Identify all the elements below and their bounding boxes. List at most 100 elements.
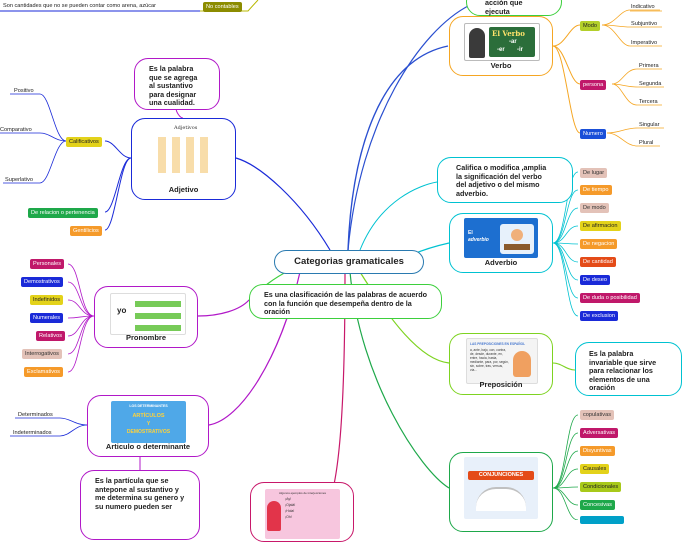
calificativo-item-superlativo[interactable]: Superlativo xyxy=(5,177,33,183)
adverbio-illustration xyxy=(500,224,534,254)
conjuncion-node[interactable]: CONJUNCIONES xyxy=(449,452,553,532)
adjetivo-caption: Adjetivo xyxy=(168,185,199,194)
preposicion-image-body: a, ante, bajo, con, contra, de, desde, d… xyxy=(470,348,509,372)
pronombre-item-relativos[interactable]: Relativos xyxy=(36,331,66,341)
pronombre-item-personales[interactable]: Personales xyxy=(30,259,64,269)
conjuncion-item-concesivas[interactable]: Concesivas xyxy=(580,500,615,510)
articulo-item-determinados[interactable]: Determinados xyxy=(18,412,53,418)
conjuncion-item-copulativas[interactable]: copulativas xyxy=(580,410,614,420)
verbo-caption: Verbo xyxy=(490,61,512,70)
adverbio-item-cantidad[interactable]: De cantidad xyxy=(580,257,616,267)
verbo-ending-ir: -ir xyxy=(517,47,523,53)
verbo-image-title: El Verbo xyxy=(492,29,525,38)
definition-node[interactable]: Es una clasificación de las palabras de … xyxy=(249,284,442,319)
verbo-persona-tag[interactable]: persona xyxy=(580,80,607,90)
no-contables-tag[interactable]: No contables xyxy=(203,2,242,12)
articulo-node[interactable]: LOS DETERMINANTES ARTÍCULOS Y DEMOSTRATI… xyxy=(87,395,209,457)
articulo-definition-node[interactable]: Es la partícula que se antepone al susta… xyxy=(80,470,200,540)
articulo-caption: Articulo o determinante xyxy=(105,442,191,451)
no-contables-definition: Son cantidades que no se pueden contar c… xyxy=(3,3,157,9)
adverbio-definition-text: Califica o modifica ,amplia la significa… xyxy=(456,163,547,198)
conjuncion-item-adversativas[interactable]: Adversativas xyxy=(580,428,619,438)
verbo-modo-tag[interactable]: Modo xyxy=(580,21,600,31)
adjetivo-figures-icon xyxy=(158,137,212,173)
conjuncion-item-condicionales[interactable]: Condicionales xyxy=(580,482,622,492)
pronombre-item-interrogativos[interactable]: Interrogativos xyxy=(22,349,62,359)
numero-item-plural[interactable]: Plural xyxy=(639,140,654,146)
pronombre-item-indefinidos[interactable]: Indefinidos xyxy=(30,295,64,305)
adverbio-image: El adverbio xyxy=(464,218,538,258)
adjetivo-image: Adjetivos xyxy=(154,125,216,185)
preposicion-image: LAS PREPOSICIONES EN ESPAÑOL a, ante, ba… xyxy=(466,338,538,384)
numero-item-singular[interactable]: Singular xyxy=(639,122,660,128)
interjeccion-line-1: ¡Ay! xyxy=(285,497,292,501)
articulo-image-l1: LOS DETERMINANTES xyxy=(129,404,168,408)
interjeccion-node[interactable]: Algunos ejemplos de interjecciones ¡Ay! … xyxy=(250,482,354,542)
adverbio-item-exclusion[interactable]: De exclusion xyxy=(580,311,619,321)
central-topic[interactable]: Categorias gramaticales xyxy=(274,250,424,274)
adjetivo-image-title: Adjetivos xyxy=(174,125,198,131)
adjetivo-node[interactable]: Adjetivos Adjetivo xyxy=(131,118,236,200)
articulo-image-l3: Y xyxy=(146,421,151,427)
conjuncion-image-banner: CONJUNCIONES xyxy=(468,471,534,480)
verb-action-text: acción que ejecuta xyxy=(485,0,523,16)
preposicion-node[interactable]: LAS PREPOSICIONES EN ESPAÑOL a, ante, ba… xyxy=(449,333,553,395)
adverbio-item-afirmacion[interactable]: De afirmacion xyxy=(580,221,621,231)
persona-item-primera[interactable]: Primera xyxy=(639,63,659,69)
adverbio-caption: Adverbio xyxy=(484,258,518,267)
persona-item-tercera[interactable]: Tercera xyxy=(639,99,658,105)
adverbio-image-l2: adverbio xyxy=(468,237,489,243)
conjuncion-item-disyuntivas[interactable]: Disyuntivas xyxy=(580,446,615,456)
articulo-image-l4: DEMOSTRATIVOS xyxy=(126,429,171,435)
pronombre-item-demostrativos[interactable]: Demostrativos xyxy=(21,277,63,287)
conjuncion-image-title: CONJUNCIONES xyxy=(478,472,524,478)
modo-item-imperativo[interactable]: Imperativo xyxy=(631,40,658,46)
adverbio-item-tiempo[interactable]: De tiempo xyxy=(580,185,612,195)
adjetivo-definition-node[interactable]: Es la palabra que se agrega al sustantiv… xyxy=(134,58,220,110)
adverbio-item-modo[interactable]: De modo xyxy=(580,203,609,213)
articulo-image: LOS DETERMINANTES ARTÍCULOS Y DEMOSTRATI… xyxy=(111,401,186,443)
conjuncion-image: CONJUNCIONES xyxy=(464,457,538,519)
pronombre-item-exclamativos[interactable]: Exclamativos xyxy=(24,367,63,377)
adjetivo-relacion-tag[interactable]: De relacion o pertenencia xyxy=(28,208,98,218)
interjeccion-image-title: Algunos ejemplos de interjecciones xyxy=(278,491,327,495)
adjetivo-calificativos-tag[interactable]: Calificativos xyxy=(66,137,102,147)
verb-action-node[interactable]: acción que ejecuta xyxy=(466,0,562,16)
adverbio-node[interactable]: El adverbio Adverbio xyxy=(449,213,553,273)
modo-item-indicativo[interactable]: Indicativo xyxy=(631,4,655,10)
calificativo-item-positivo[interactable]: Positivo xyxy=(14,88,34,94)
adverbio-item-negacion[interactable]: De negacion xyxy=(580,239,618,249)
articulo-item-indeterminados[interactable]: Indeterminados xyxy=(13,430,52,436)
conjuncion-item-causales[interactable]: Causales xyxy=(580,464,610,474)
interjeccion-line-3: ¡Hola! xyxy=(285,509,295,513)
pronombre-image-word: yo xyxy=(117,306,127,315)
pronombre-caption: Pronombre xyxy=(125,333,166,342)
preposicion-definition-text: Es la palabra invariable que sirve para … xyxy=(589,349,657,392)
preposicion-definition-node[interactable]: Es la palabra invariable que sirve para … xyxy=(575,342,682,396)
pronombre-image: yo xyxy=(110,293,186,335)
adverbio-definition-node[interactable]: Califica o modifica ,amplia la significa… xyxy=(437,157,573,203)
calificativo-item-comparativo[interactable]: Comparativo xyxy=(0,127,32,133)
interjeccion-image: Algunos ejemplos de interjecciones ¡Ay! … xyxy=(265,489,340,539)
definition-text: Es una clasificación de las palabras de … xyxy=(264,290,427,316)
verbo-ending-ar: -ar xyxy=(509,39,517,45)
articulo-definition-text: Es la partícula que se antepone al susta… xyxy=(95,476,185,511)
adjetivo-gentilicios-tag[interactable]: Gentilicios xyxy=(70,226,102,236)
adverbio-item-lugar[interactable]: De lugar xyxy=(580,168,608,178)
adverbio-image-l1: El xyxy=(468,230,473,236)
modo-item-subjuntivo[interactable]: Subjuntivo xyxy=(631,21,658,27)
adverbio-item-deseo[interactable]: De deseo xyxy=(580,275,610,285)
interjeccion-line-4: ¡Oh! xyxy=(285,515,292,519)
child-figure-icon xyxy=(511,229,523,241)
verbo-node[interactable]: El Verbo -ar -er -ir Verbo xyxy=(449,16,553,76)
verbo-numero-tag[interactable]: Numero xyxy=(580,129,606,139)
persona-item-segunda[interactable]: Segunda xyxy=(639,81,662,87)
preposicion-caption: Preposición xyxy=(479,380,523,389)
verbo-ending-er: -er xyxy=(497,47,505,53)
articulo-image-l2: ARTÍCULOS xyxy=(132,413,165,419)
pronombre-node[interactable]: yo Pronombre xyxy=(94,286,198,348)
pronombre-item-numerales[interactable]: Numerales xyxy=(30,313,64,323)
conjuncion-item-cut[interactable] xyxy=(580,516,624,524)
girl-figure-icon xyxy=(267,501,281,531)
adverbio-item-duda[interactable]: De duda o posibilidad xyxy=(580,293,640,303)
